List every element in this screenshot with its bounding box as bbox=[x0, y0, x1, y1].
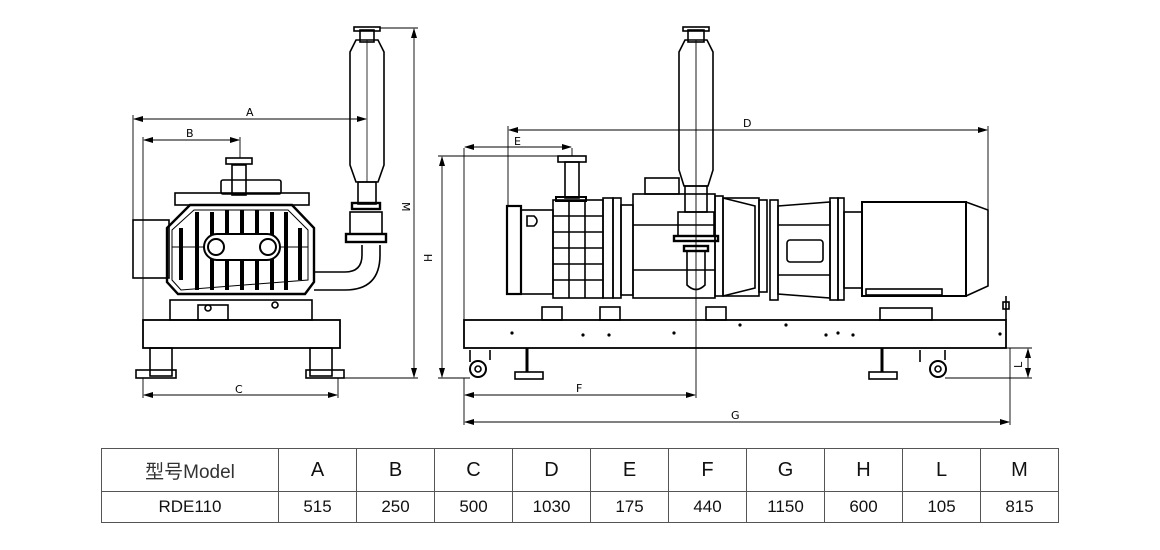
table-row: RDE110 515 250 500 1030 175 440 1150 600… bbox=[101, 491, 1059, 523]
header-l: L bbox=[902, 448, 981, 492]
cell-b: 250 bbox=[356, 491, 435, 523]
cell-m: 815 bbox=[980, 491, 1059, 523]
cell-model: RDE110 bbox=[101, 491, 279, 523]
header-g: G bbox=[746, 448, 825, 492]
cell-d: 1030 bbox=[512, 491, 591, 523]
outline-drawing: A B C M bbox=[132, 26, 1032, 425]
dim-label-l: L bbox=[1012, 361, 1025, 368]
dim-label-h: H bbox=[422, 254, 435, 262]
dim-label-c: C bbox=[235, 383, 243, 396]
dim-label-m: M bbox=[399, 202, 412, 212]
side-view-dimension-labels: D E H F G L bbox=[422, 117, 1025, 422]
header-h: H bbox=[824, 448, 903, 492]
cell-h: 600 bbox=[824, 491, 903, 523]
cell-l: 105 bbox=[902, 491, 981, 523]
dimension-table: 型号Model A B C D E F G H L M RDE110 515 2… bbox=[101, 448, 1059, 523]
cell-g: 1150 bbox=[746, 491, 825, 523]
dim-label-b: B bbox=[186, 127, 194, 140]
header-a: A bbox=[278, 448, 357, 492]
dim-label-f: F bbox=[576, 382, 582, 395]
header-c: C bbox=[434, 448, 513, 492]
end-view bbox=[132, 26, 388, 379]
dim-label-g: G bbox=[731, 409, 740, 422]
cell-f: 440 bbox=[668, 491, 747, 523]
table-header-row: 型号Model A B C D E F G H L M bbox=[101, 448, 1059, 492]
cell-c: 500 bbox=[434, 491, 513, 523]
header-e: E bbox=[590, 448, 669, 492]
header-m: M bbox=[980, 448, 1059, 492]
cell-e: 175 bbox=[590, 491, 669, 523]
header-b: B bbox=[356, 448, 435, 492]
cell-a: 515 bbox=[278, 491, 357, 523]
header-model: 型号Model bbox=[101, 448, 279, 492]
header-f: F bbox=[668, 448, 747, 492]
dim-label-d: D bbox=[743, 117, 751, 130]
dim-label-a: A bbox=[246, 106, 254, 119]
dim-label-e: E bbox=[514, 135, 521, 148]
side-view-dimensions bbox=[438, 40, 1032, 425]
header-d: D bbox=[512, 448, 591, 492]
end-view-dimensions bbox=[132, 27, 418, 398]
end-view-dimension-labels: A B C M bbox=[186, 106, 412, 396]
side-view bbox=[463, 26, 1010, 380]
